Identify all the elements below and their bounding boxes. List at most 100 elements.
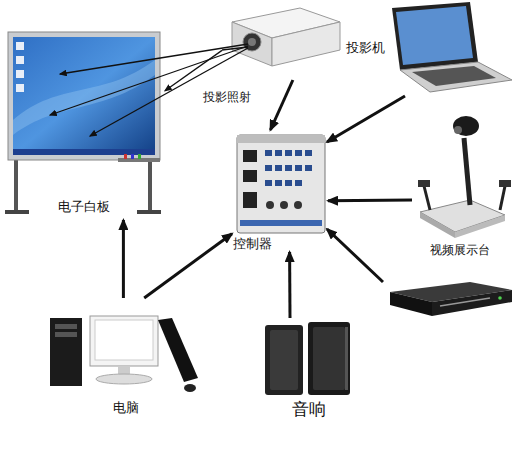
dvd-led [498,296,502,300]
device-label: 音响 [292,399,326,419]
controller-panel [237,135,325,233]
controller-port [243,192,257,208]
speaker-edge [345,327,348,390]
button [285,180,292,186]
button [275,150,282,156]
pc-screen [95,320,153,360]
speaker-face [270,330,298,390]
jack [294,201,302,209]
signal-arrow [144,234,232,298]
button [285,165,292,171]
speakers-drawing [265,322,350,395]
speaker-node: 音响 [258,318,358,426]
signal-arrow [327,229,383,282]
button [265,165,272,171]
presenter-drawing [418,116,511,238]
pc-mouse [184,384,196,392]
device-label: 投影机 [346,40,385,56]
device-label: 电子白板 [58,199,110,215]
signal-arrow [328,199,412,203]
lamp-arm [500,186,505,210]
desktop-icon [16,84,24,92]
controller-port [243,170,257,182]
camera-head [453,116,479,136]
desktop-icon [16,42,24,50]
lamp [418,180,430,187]
projector-side [272,22,340,66]
projector-node: 投影机 [222,2,387,80]
speaker-face [313,327,345,390]
signal-arrow [122,220,125,298]
board-frame [8,32,160,160]
laptop-screen [396,6,473,65]
desktop-swoosh [13,60,155,135]
projector-lens [243,33,261,51]
projector-front [232,22,272,66]
board-screen [13,37,155,155]
controller-strip [237,135,325,143]
laptop-base [400,62,512,92]
button [275,165,282,171]
whiteboard-drawing [5,32,161,214]
projection-ray [222,47,248,50]
pc-stand-base [96,374,152,384]
signal-arrow [327,96,405,142]
camera-lens [454,126,462,134]
pc-monitor [90,316,158,366]
controller-buttons [265,150,312,186]
jack [280,201,288,209]
desktop-icon [16,56,24,64]
dvd-front [390,292,432,316]
speaker-box [308,322,350,395]
presenter-node: 视频展示台 [412,110,517,260]
stand-foot [137,210,161,214]
device-label: 视频展示台 [430,243,490,257]
speaker-box [265,325,303,395]
button [265,150,272,156]
pc-drive [55,324,77,329]
controller-drawing [237,135,325,233]
pc-tower [50,318,82,386]
signal-arrow [288,252,291,318]
computer-drawing [50,316,198,392]
button [295,180,302,186]
button [295,165,302,171]
controller-stripe [240,220,322,226]
device-label: 控制器 [233,236,272,252]
projector-drawing [232,0,340,66]
device-label: 电脑 [113,400,139,416]
controller-port [243,150,257,162]
laptop-keyboard [412,66,496,86]
button [305,150,312,156]
signal-arrow [270,80,293,130]
pc-keyboard [158,318,198,382]
controller-node: 控制器 [232,130,328,252]
marker-pen [131,154,134,159]
jack [266,201,274,209]
dvd-tray [440,298,490,306]
marker-pen [138,154,141,159]
button [265,180,272,186]
presenter-base-front [420,212,455,238]
presenter-base-side [455,215,505,238]
stand-foot [5,210,29,214]
button [285,150,292,156]
projector-lens-inner [248,38,256,46]
whiteboard-node: 电子白板 [5,30,165,220]
lamp [499,180,511,187]
signal-arrow [165,50,222,90]
projection-ray [50,46,248,115]
camera-arm [464,138,470,205]
pc-drive [55,332,77,337]
button [275,180,282,186]
edge-label: 投影照射 [203,90,251,104]
button [295,150,302,156]
dvd-side [432,290,512,316]
laptop-lid [392,2,478,70]
desktop-icon [16,70,24,78]
button [305,165,312,171]
presenter-base [420,200,505,232]
lamp-arm [424,186,430,210]
